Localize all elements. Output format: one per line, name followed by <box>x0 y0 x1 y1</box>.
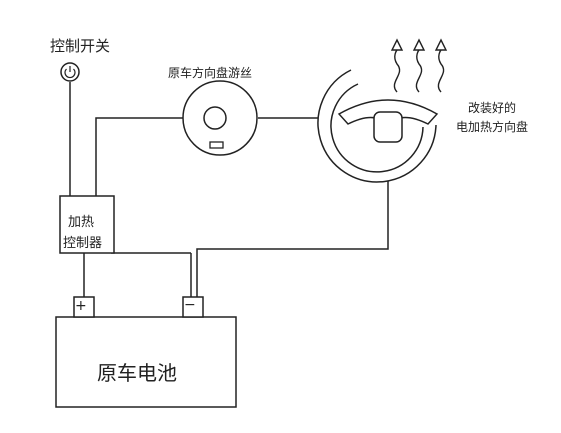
steering-wheel-icon <box>317 69 439 183</box>
heated-wheel-label-line1: 改装好的 <box>468 101 517 115</box>
minus-terminal <box>182 296 204 318</box>
clock-spring-icon <box>182 80 258 156</box>
heat-waves-icon <box>390 38 448 93</box>
power-switch-icon[interactable] <box>60 62 80 82</box>
minus-terminal-label: − <box>184 297 196 313</box>
plus-terminal-label: + <box>75 298 87 314</box>
battery-box <box>55 316 237 408</box>
wire-controller-to-clock-spring <box>95 117 184 196</box>
heated-wheel-label-line2: 电加热方向盘 <box>456 120 529 134</box>
clock-spring-label: 原车方向盘游丝 <box>168 66 253 80</box>
wire-wheel-to-minus <box>196 178 389 297</box>
battery-label: 原车电池 <box>97 361 177 385</box>
controller-box <box>59 195 115 254</box>
plus-terminal <box>73 296 95 318</box>
controller-label-line2: 控制器 <box>63 236 103 251</box>
control-switch-label: 控制开关 <box>50 37 111 55</box>
controller-label-line1: 加热 <box>68 215 95 230</box>
